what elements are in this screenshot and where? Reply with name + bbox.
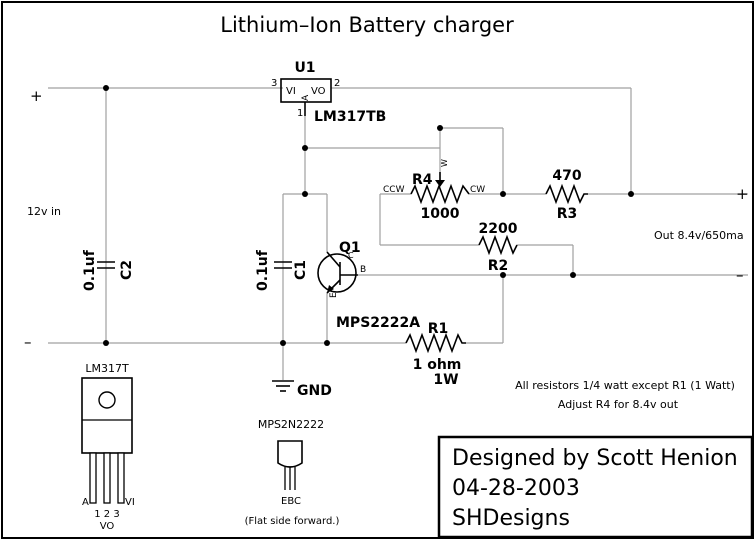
- output-plus-terminal: +: [736, 185, 749, 203]
- note-resistors: All resistors 1/4 watt except R1 (1 Watt…: [515, 379, 735, 392]
- u1-ref: U1: [294, 60, 315, 76]
- lm317t-pin-numbers: 1 2 3: [94, 509, 119, 520]
- input-minus-terminal: –: [24, 333, 32, 351]
- c1-value: 0.1uf: [255, 249, 271, 291]
- mps-flat-side-note: (Flat side forward.): [245, 516, 340, 527]
- u1-pin3: 3: [271, 78, 277, 89]
- lm317t-pin-vo: VO: [100, 521, 115, 532]
- r1-ref: R1: [428, 321, 449, 337]
- u1-pin1: 1: [297, 108, 303, 119]
- r2-value: 2200: [479, 221, 518, 237]
- title-block-company: SHDesigns: [452, 506, 570, 531]
- c2-capacitor: 0.1uf C2: [82, 249, 135, 291]
- u1-part: LM317TB: [314, 109, 386, 125]
- mps-package-label: MPS2N2222: [258, 418, 324, 431]
- q1-ref: Q1: [339, 240, 361, 256]
- r2-resistor: 2200 R2: [478, 221, 518, 274]
- title-block-date: 04-28-2003: [452, 476, 580, 501]
- r4-value: 1000: [421, 206, 460, 222]
- r3-resistor: 470 R3: [545, 168, 588, 222]
- r1-value: 1 ohm: [413, 357, 462, 373]
- schematic-title: Lithium–Ion Battery charger: [220, 13, 514, 37]
- wires: [48, 87, 748, 380]
- input-label: 12v in: [27, 205, 61, 218]
- mps-pin-order: EBC: [281, 496, 301, 507]
- u1-pin-adj: A: [301, 94, 311, 101]
- r4-wiper-label: W: [440, 159, 449, 167]
- r3-value: 470: [552, 168, 581, 184]
- r4-ccw-label: CCW: [383, 185, 405, 195]
- input-plus-terminal: +: [30, 87, 43, 105]
- lm317t-package-drawing: LM317T A VI 1 2 3 VO: [81, 362, 135, 532]
- lm317t-pin-vi: VI: [125, 497, 135, 508]
- r1-resistor: R1 1 ohm 1W: [405, 321, 466, 388]
- q1-pin-e: E: [329, 292, 339, 298]
- output-minus-terminal: –: [736, 266, 744, 284]
- r4-ref: R4: [412, 172, 433, 188]
- r4-cw-label: CW: [470, 185, 485, 195]
- u1-body: [280, 78, 332, 103]
- q1-pin-b: B: [360, 265, 366, 275]
- lm317t-pin-a: A: [82, 497, 89, 508]
- r2-ref: R2: [488, 258, 509, 274]
- ground-symbol: GND: [272, 380, 332, 399]
- junctions: [103, 85, 634, 346]
- c1-ref: C1: [293, 260, 309, 280]
- note-adjust: Adjust R4 for 8.4v out: [558, 398, 679, 411]
- u1-pin-vo: VO: [311, 86, 326, 97]
- r3-ref: R3: [557, 206, 578, 222]
- output-label: Out 8.4v/650ma: [654, 229, 744, 242]
- r1-power: 1W: [433, 372, 458, 388]
- c2-ref: C2: [119, 260, 135, 280]
- q1-part: MPS2222A: [336, 315, 420, 331]
- q1-pin-c: C: [348, 251, 354, 260]
- u1-regulator: U1 VI VO A 3 2 1 LM317TB: [271, 60, 386, 125]
- gnd-label: GND: [297, 383, 332, 399]
- q1-transistor: Q1 C B E MPS2222A: [317, 240, 420, 331]
- mps2n2222-package-drawing: MPS2N2222 EBC (Flat side forward.): [245, 418, 340, 527]
- title-block: Designed by Scott Henion 04-28-2003 SHDe…: [437, 435, 754, 539]
- title-block-designer: Designed by Scott Henion: [452, 446, 738, 471]
- lm317t-package-label: LM317T: [85, 362, 129, 375]
- u1-pin2: 2: [334, 78, 340, 89]
- c1-capacitor: 0.1uf C1: [255, 249, 309, 291]
- r4-potentiometer: W R4 CCW CW 1000: [383, 159, 485, 222]
- c2-value: 0.1uf: [82, 249, 98, 291]
- u1-pin-vi: VI: [286, 86, 296, 97]
